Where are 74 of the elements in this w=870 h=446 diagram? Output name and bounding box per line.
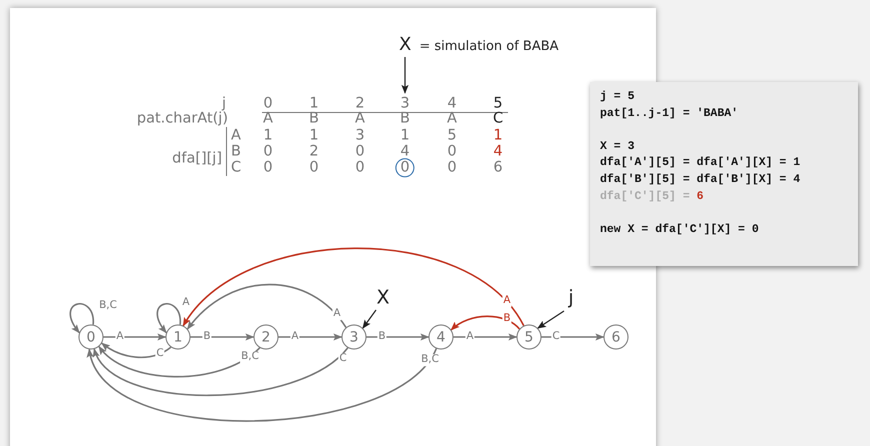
transition-arrow bbox=[362, 310, 376, 329]
transition-arrow bbox=[104, 333, 166, 341]
table-cell-text: 1 bbox=[493, 127, 503, 144]
code-line: X = 3 bbox=[600, 138, 636, 155]
transition-arrow bbox=[94, 347, 348, 396]
table-cell-text: 3 bbox=[355, 127, 365, 144]
table-cell: 0 bbox=[263, 159, 273, 177]
table-cell: 0 bbox=[309, 159, 319, 177]
table-cell-text: 4 bbox=[447, 95, 457, 112]
state-number: 1 bbox=[174, 330, 182, 344]
transition-arrow bbox=[182, 248, 524, 326]
edge-label: B bbox=[502, 313, 512, 325]
transition-arrow bbox=[542, 333, 604, 341]
code-line: new X = dfa['C'][X] = 0 bbox=[600, 222, 760, 238]
code-line: dfa['C'][5] = 6 bbox=[600, 188, 705, 205]
code-line: dfa['A'][5] = dfa['A'][X] = 1 bbox=[600, 155, 802, 172]
transition-arrow bbox=[88, 348, 437, 422]
table-cell-text: 1 bbox=[263, 127, 273, 144]
state-number: 2 bbox=[262, 330, 270, 344]
transition-arrow bbox=[366, 333, 430, 341]
table-cell: pat.charAt(j) bbox=[136, 110, 228, 128]
table-cell: 0 bbox=[355, 159, 365, 177]
pointer-label: X bbox=[376, 286, 390, 308]
transition-arrow bbox=[156, 303, 181, 334]
pointer-label: j bbox=[568, 286, 574, 308]
table-cell-text: 1 bbox=[309, 95, 319, 112]
table-cell-text: 4 bbox=[400, 143, 410, 160]
table-cell-text: 4 bbox=[493, 143, 503, 160]
table-cell: dfa[][j] bbox=[172, 150, 222, 168]
table-cell: 6 bbox=[493, 159, 503, 177]
transition-arrow bbox=[537, 310, 564, 329]
edge-label: B,C bbox=[420, 354, 440, 366]
table-cell: 3 bbox=[400, 95, 410, 113]
transition-arrow bbox=[101, 342, 172, 358]
table-cell-text: 2 bbox=[309, 143, 319, 160]
table-cell-text: j bbox=[222, 95, 226, 112]
table-cell-text: 5 bbox=[493, 95, 503, 112]
state-number: 0 bbox=[86, 330, 96, 344]
transition-arrow bbox=[278, 333, 342, 341]
code-line: pat[1..j-1] = 'BABA' bbox=[600, 106, 740, 122]
table-cell-text: 0 bbox=[263, 95, 273, 112]
table-cell-text: 0 bbox=[447, 143, 457, 160]
table-cell-text: 1 bbox=[309, 127, 319, 144]
table-cell-text: 2 bbox=[355, 95, 365, 112]
transition-arrow bbox=[98, 346, 260, 378]
transition-arrow bbox=[70, 303, 94, 334]
state-number: 6 bbox=[612, 330, 620, 344]
table-cell-text: 0 bbox=[355, 143, 365, 160]
edge-label: A bbox=[332, 308, 342, 320]
state-number: 4 bbox=[436, 330, 446, 344]
transition-arrow bbox=[450, 316, 520, 330]
transition-arrow bbox=[401, 57, 409, 94]
title-text: = simulation of BABA bbox=[419, 39, 559, 54]
edge-label: A bbox=[502, 295, 512, 307]
edge-label: B,C bbox=[98, 300, 118, 312]
code-line: j = 5 bbox=[600, 89, 636, 105]
table-cell-text: 1 bbox=[400, 127, 410, 144]
edge-label: B,C bbox=[240, 351, 260, 363]
state-number: 3 bbox=[350, 330, 358, 344]
table-cell: 0 bbox=[447, 159, 457, 177]
state-number: 5 bbox=[524, 330, 534, 344]
code-panel bbox=[590, 82, 858, 266]
table-cell-text: 5 bbox=[447, 127, 457, 144]
table-cell-text: 0 bbox=[263, 143, 273, 160]
table-cell: C bbox=[492, 110, 504, 128]
variable-label: X bbox=[399, 34, 412, 55]
table-cell-text: B bbox=[231, 143, 241, 160]
table-cell: C bbox=[231, 159, 242, 177]
code-line: dfa['B'][5] = dfa['B'][X] = 4 bbox=[600, 172, 802, 188]
transition-arrow bbox=[454, 333, 518, 341]
transition-arrow bbox=[186, 284, 347, 330]
transition-arrow bbox=[190, 333, 254, 341]
table-cell-text: A bbox=[231, 127, 241, 144]
circled-value: 0 bbox=[395, 158, 415, 178]
